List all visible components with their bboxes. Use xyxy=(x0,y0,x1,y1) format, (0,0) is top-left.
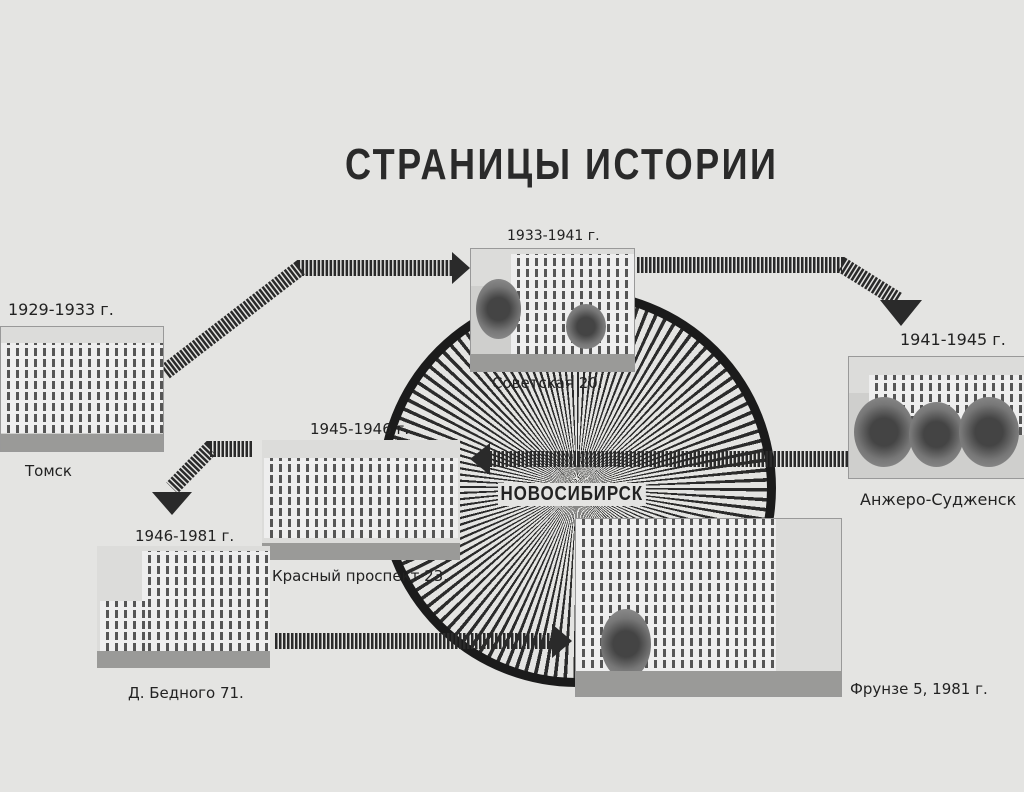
photo-tomsk xyxy=(0,326,164,452)
year-label: 1945-1946 г. xyxy=(310,420,410,438)
photo-krasny-prospekt xyxy=(262,440,460,560)
photo-sovetskaya xyxy=(470,248,635,372)
year-label: 1929-1933 г. xyxy=(8,300,114,319)
place-label: Советская 20. xyxy=(492,374,603,392)
year-label: 1941-1945 г. xyxy=(900,330,1006,349)
place-label: Томск xyxy=(25,462,72,480)
page-title: СТРАНИЦЫ ИСТОРИИ xyxy=(345,140,779,189)
photo-frunze xyxy=(575,518,842,697)
arrowhead-left-icon xyxy=(470,443,490,475)
arrowhead-right-icon xyxy=(452,252,470,284)
year-label: 1933-1941 г. xyxy=(507,228,600,244)
arrowhead-right-icon xyxy=(552,624,572,658)
place-label: Анжеро-Судженск xyxy=(860,490,1017,509)
center-city-label: НОВОСИБИРСК xyxy=(498,483,646,506)
arrow-tomsk-to-sovetskaya xyxy=(160,260,455,379)
photo-bednogo xyxy=(97,546,270,668)
photo-anzhero-sudzhensk xyxy=(848,356,1024,479)
year-label: 1946-1981 г. xyxy=(135,527,235,545)
place-label: Д. Бедного 71. xyxy=(128,684,244,702)
arrow-sovetskaya-to-anzhero xyxy=(637,257,903,307)
place-label: Фрунзе 5, 1981 г. xyxy=(850,680,988,698)
arrowhead-down-icon xyxy=(880,300,922,326)
place-label: Красный проспект 23. xyxy=(272,567,448,585)
arrow-krasny-to-bednogo xyxy=(166,441,252,494)
arrowhead-down-icon xyxy=(152,492,192,515)
